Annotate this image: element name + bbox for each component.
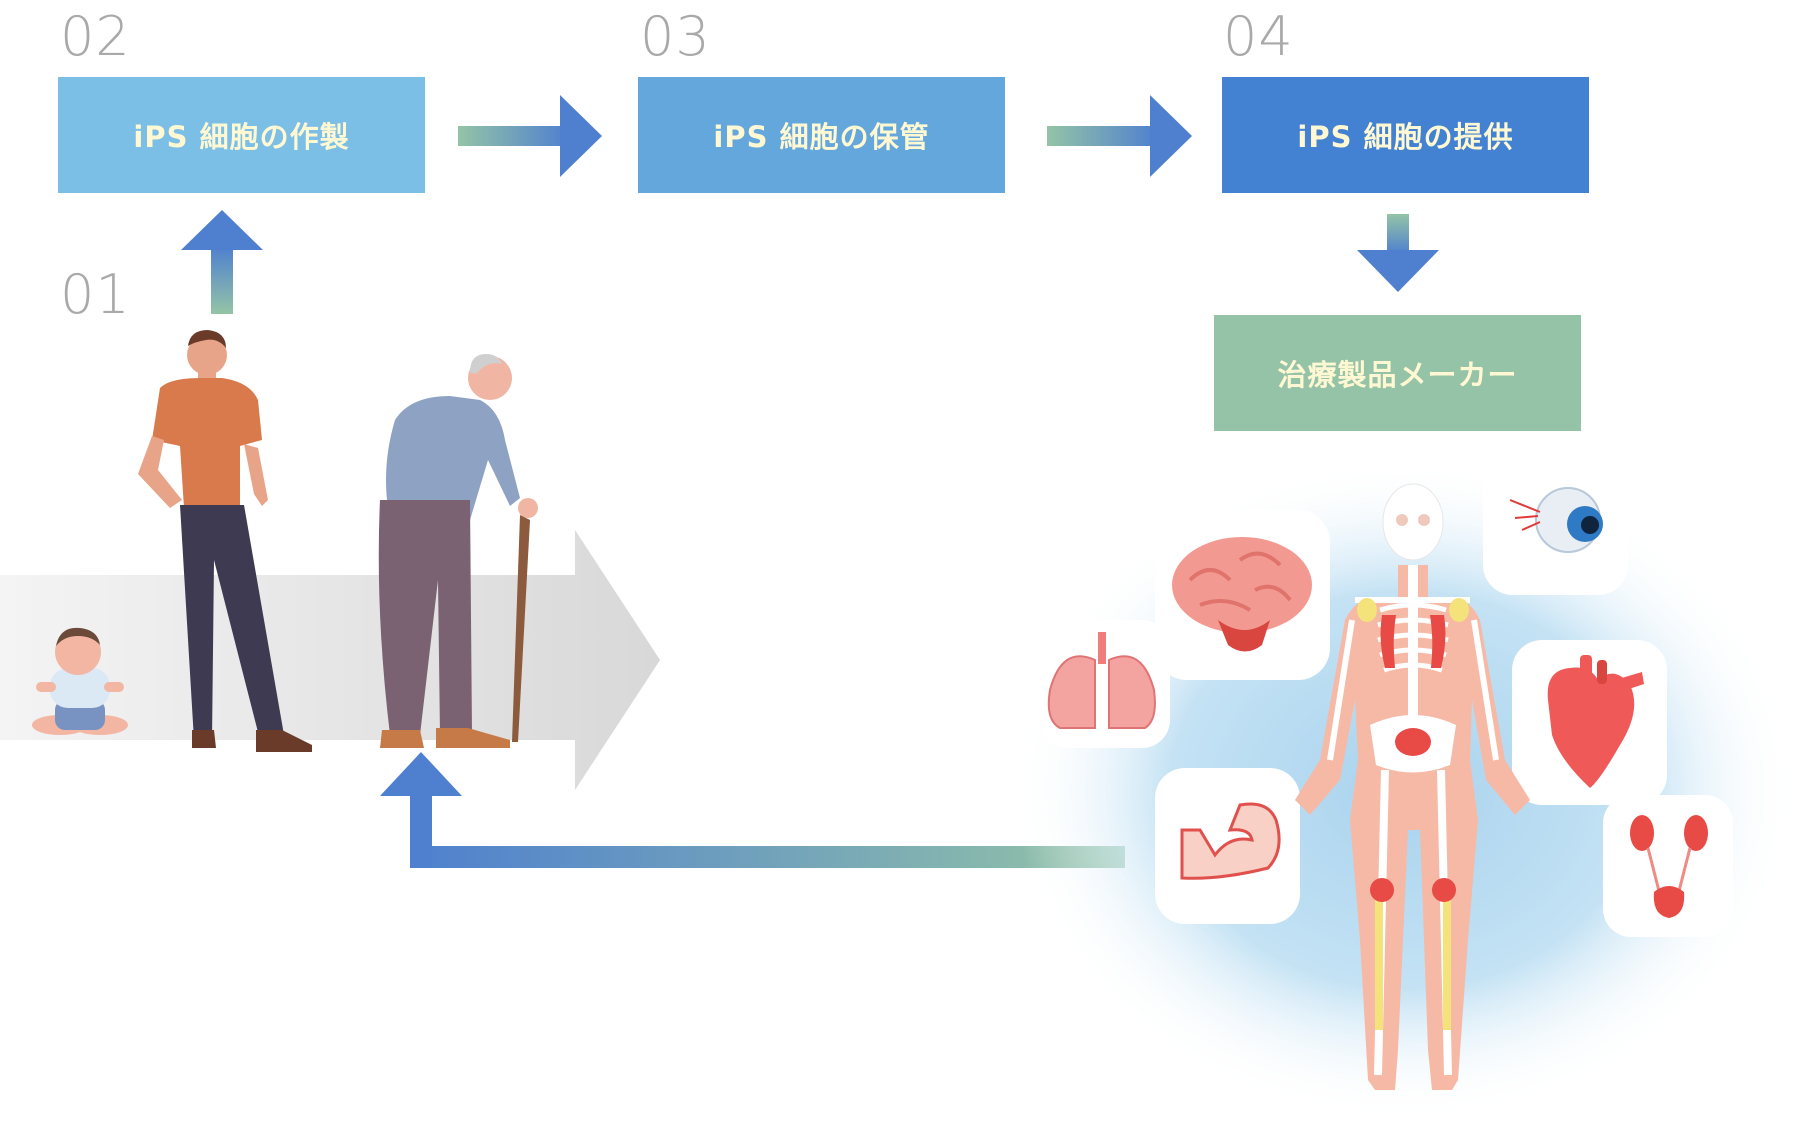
baby-icon xyxy=(32,627,128,735)
step-label-store: iPS 細胞の保管 xyxy=(713,120,930,154)
step-label-provide: iPS 細胞の提供 xyxy=(1297,120,1514,154)
step-box-provide: iPS 細胞の提供 xyxy=(1222,77,1589,193)
step-number-01: 01 xyxy=(60,263,131,326)
kidney-icon xyxy=(1630,815,1708,918)
eye-tile xyxy=(1483,440,1628,595)
skeleton-body-icon xyxy=(1295,483,1530,1090)
heart-tile xyxy=(1512,640,1667,805)
lifetime-arrow xyxy=(0,530,660,790)
step-number-04: 04 xyxy=(1223,5,1294,68)
lungs-tile xyxy=(1040,620,1170,748)
manufacturer-label: 治療製品メーカー xyxy=(1277,358,1518,392)
brain-icon xyxy=(1172,537,1312,652)
step-box-store: iPS 細胞の保管 xyxy=(638,77,1005,193)
adult-man-icon xyxy=(138,330,312,752)
heart-icon xyxy=(1547,655,1644,788)
arrow-therapy-return xyxy=(380,752,1125,868)
step-label-create: iPS 細胞の作製 xyxy=(133,120,350,154)
arrow-create-to-store xyxy=(458,95,602,177)
muscle-arm-icon xyxy=(1180,802,1281,880)
brain-tile xyxy=(1155,510,1330,680)
step-box-create: iPS 細胞の作製 xyxy=(58,77,425,193)
arrow-person-to-create xyxy=(181,210,263,314)
arrow-provide-to-manufacturer xyxy=(1357,214,1439,292)
arrow-store-to-provide xyxy=(1047,95,1192,177)
kidney-tile xyxy=(1603,795,1733,937)
lungs-icon xyxy=(1047,632,1156,729)
elderly-man-icon xyxy=(378,354,538,748)
manufacturer-box: 治療製品メーカー xyxy=(1214,315,1581,431)
step-number-03: 03 xyxy=(640,5,711,68)
eye-icon xyxy=(1509,487,1603,553)
muscle-tile xyxy=(1155,768,1300,924)
step-number-02: 02 xyxy=(60,5,131,68)
